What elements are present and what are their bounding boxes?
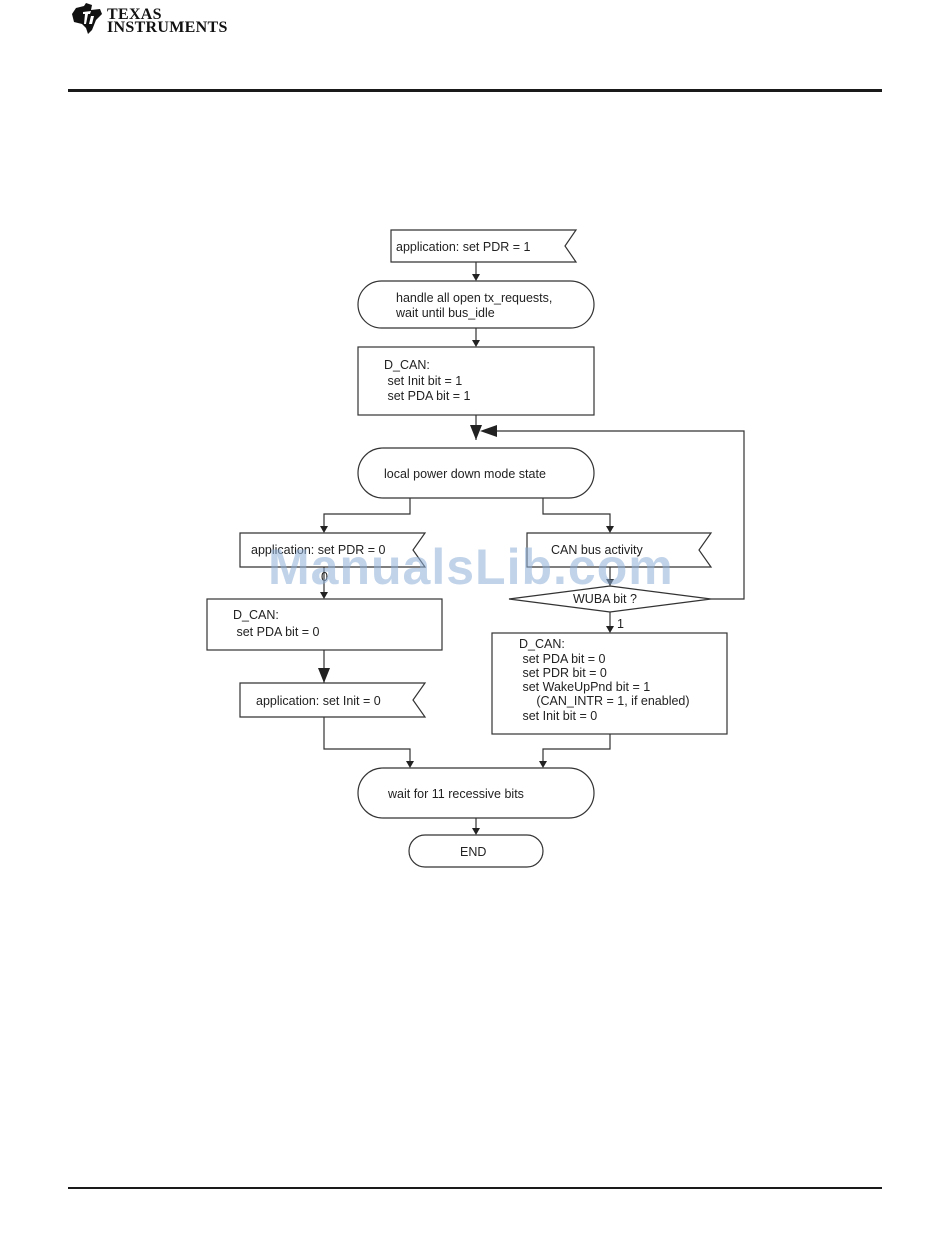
can-bus-activity-node: CAN bus activity	[526, 532, 713, 568]
wait-recessive-node: wait for 11 recessive bits	[357, 767, 595, 819]
start-signal-node: application: set PDR = 1	[390, 229, 578, 263]
handle-requests-node: handle all open tx_requests, wait until …	[357, 280, 595, 329]
dcan-init-line-2: set Init bit = 1	[384, 374, 462, 388]
dcan-init-line-3: set PDA bit = 1	[384, 389, 471, 403]
dcan-wakeup-node: D_CAN: set PDA bit = 0 set PDR bit = 0 s…	[491, 632, 728, 735]
dcan-wakeup-line-6: set Init bit = 0	[519, 709, 597, 723]
dcan-wakeup-line-2: set PDA bit = 0	[519, 652, 606, 666]
dcan-wakeup-line-4: set WakeUpPnd bit = 1	[519, 680, 650, 694]
dcan-pda0-node: D_CAN: set PDA bit = 0	[206, 598, 443, 651]
ti-logo	[70, 2, 230, 38]
can-bus-activity-label: CAN bus activity	[551, 543, 643, 557]
handle-requests-line-2: wait until bus_idle	[395, 306, 495, 320]
dcan-pda0-line-2: set PDA bit = 0	[233, 625, 320, 639]
end-node: END	[408, 834, 544, 868]
local-power-down-node: local power down mode state	[357, 447, 595, 499]
left-signal-pdr0-node: application: set PDR = 0	[239, 532, 427, 568]
dcan-wakeup-line-3: set PDR bit = 0	[519, 666, 607, 680]
dcan-pda0-line-1: D_CAN:	[233, 608, 279, 622]
dcan-init-line-1: D_CAN:	[384, 358, 430, 372]
wuba-decision-label: WUBA bit ?	[573, 592, 637, 606]
dcan-wakeup-line-5: (CAN_INTR = 1, if enabled)	[519, 694, 690, 708]
local-power-down-label: local power down mode state	[384, 467, 546, 481]
handle-requests-line-1: handle all open tx_requests,	[396, 291, 552, 305]
ti-logo-text: Texas Instruments	[107, 6, 228, 36]
wait-recessive-label: wait for 11 recessive bits	[387, 787, 524, 801]
watermark: ManualsLib.com	[268, 539, 674, 595]
dcan-wakeup-line-1: D_CAN:	[519, 637, 565, 651]
dcan-init-node: D_CAN: set Init bit = 1 set PDA bit = 1	[357, 346, 595, 416]
header-rule	[68, 89, 882, 92]
end-label: END	[460, 845, 486, 859]
footer-rule	[68, 1187, 882, 1189]
logo-line1: Texas	[107, 6, 162, 23]
ti-logo-icon	[72, 3, 102, 34]
branch-label-1: 1	[617, 617, 624, 631]
logo-line2: Instruments	[107, 19, 228, 36]
left-signal-pdr0-label: application: set PDR = 0	[251, 543, 385, 557]
left-signal-init0-label: application: set Init = 0	[256, 694, 381, 708]
start-signal-label: application: set PDR = 1	[396, 240, 530, 254]
left-signal-init0-node: application: set Init = 0	[239, 682, 427, 718]
